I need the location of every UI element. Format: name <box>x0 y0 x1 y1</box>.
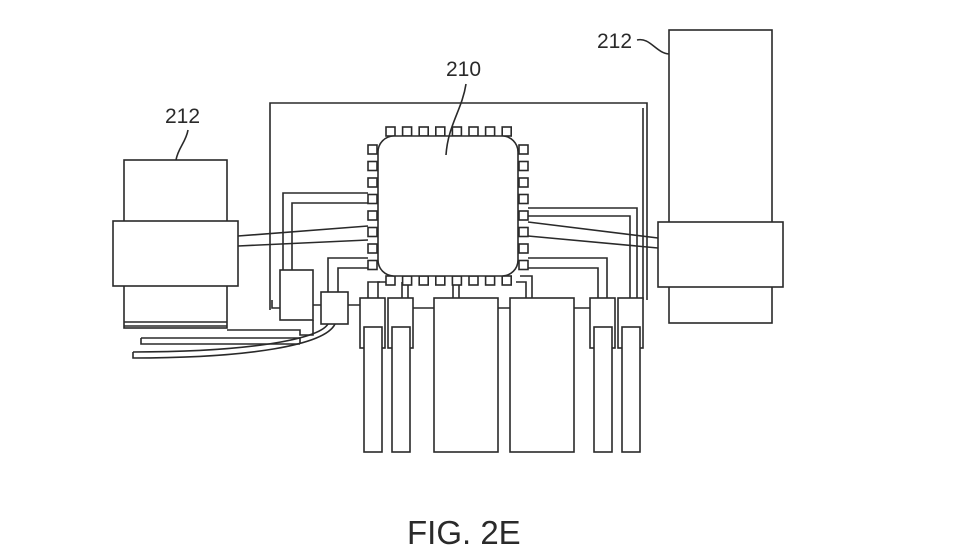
chip-pin-bottom-7 <box>484 275 496 286</box>
bottom-trace-6 <box>520 275 533 298</box>
bottom-trace-1 <box>367 281 380 298</box>
chip-pin-bottom-2 <box>401 275 413 286</box>
chip-pin-right-6 <box>518 226 529 238</box>
left-component-a <box>279 269 314 321</box>
right-trace-1 <box>528 207 638 298</box>
bottom-block-1 <box>433 297 499 453</box>
right-flex-cable <box>527 221 659 249</box>
bottom-trace-2 <box>377 281 388 298</box>
chip-pin-left-4 <box>367 193 378 205</box>
chip-pin-top-7 <box>484 126 496 137</box>
chip-pin-bottom-5 <box>451 275 463 286</box>
left-trace-1 <box>282 192 368 270</box>
chip-pin-top-5 <box>451 126 463 137</box>
left-component-b <box>320 291 349 325</box>
chip-pin-bottom-1 <box>385 275 396 286</box>
chip-pin-top-3 <box>418 126 430 137</box>
left-cable-1 <box>227 320 314 336</box>
chip-pin-left-8 <box>367 259 378 271</box>
chip-pin-bottom-4 <box>434 275 446 286</box>
right-trace-4 <box>520 267 599 298</box>
chip-pin-bottom-8 <box>501 275 513 286</box>
chip-pin-right-5 <box>518 210 529 221</box>
chip-pin-left-7 <box>367 243 378 254</box>
chip-pin-left-2 <box>367 160 378 172</box>
chip-pin-top-6 <box>468 126 479 137</box>
chip-pin-left-1 <box>367 144 378 155</box>
leader-210 <box>445 83 467 156</box>
bottom-column-1 <box>359 297 386 453</box>
label-210: 210 <box>446 58 481 81</box>
left-trace-2 <box>291 202 368 270</box>
chip-pin-right-8 <box>518 259 529 271</box>
chip-pin-top-8 <box>501 126 513 137</box>
chip-pin-left-6 <box>367 226 378 238</box>
figure-caption: FIG. 2E <box>407 514 521 551</box>
chip-pin-right-3 <box>518 177 529 188</box>
chip-pin-top-4 <box>434 126 446 137</box>
right-module-212 <box>657 29 784 324</box>
left-bracket <box>271 300 280 309</box>
chip-pin-left-3 <box>367 177 378 188</box>
chip-pin-right-4 <box>518 193 529 205</box>
left-trace-3 <box>327 257 368 292</box>
label-212-right: 212 <box>597 30 632 53</box>
right-trace-3 <box>528 257 608 298</box>
left-flex-cable <box>237 225 369 247</box>
chip-pin-left-5 <box>367 210 378 221</box>
bottom-block-2 <box>509 297 575 453</box>
bottom-column-2 <box>387 297 414 453</box>
bottom-trace-5 <box>516 281 527 298</box>
left-trace-4 <box>337 267 375 292</box>
chip-pin-right-7 <box>518 243 529 254</box>
chip-pin-bottom-6 <box>468 275 479 286</box>
chip-pin-top-2 <box>401 126 413 137</box>
chip-pins <box>367 126 529 286</box>
leader-212-left <box>175 129 189 161</box>
chip-pin-right-2 <box>518 160 529 172</box>
left-curved-cable <box>132 323 336 359</box>
left-module-212 <box>112 159 239 329</box>
chip-210 <box>377 135 519 277</box>
bottom-column-4 <box>617 297 644 453</box>
right-trace-2 <box>528 215 631 298</box>
outer-frame <box>269 102 648 310</box>
label-212-left: 212 <box>165 105 200 128</box>
chip-pin-bottom-3 <box>418 275 430 286</box>
bottom-column-3 <box>589 297 616 453</box>
chip-pin-right-1 <box>518 144 529 155</box>
chip-pin-top-1 <box>385 126 396 137</box>
leader-212-right <box>636 38 670 55</box>
